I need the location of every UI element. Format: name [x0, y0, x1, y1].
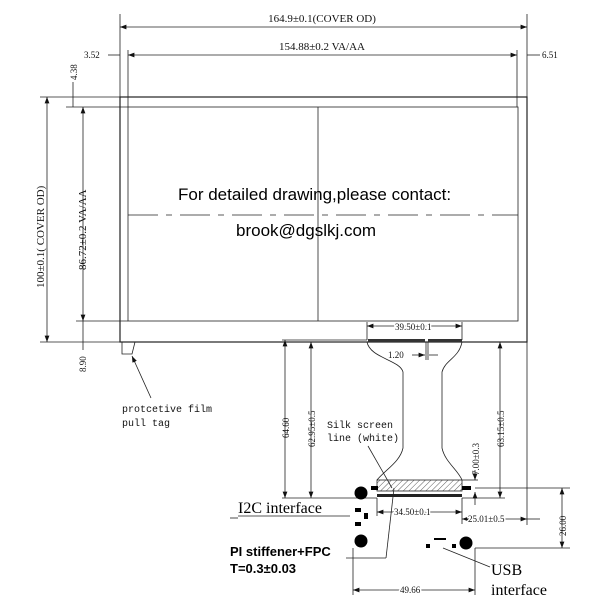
- va-width-label: 154.88±0.2 VA/AA: [279, 41, 365, 53]
- cover-height-label: 100±0.1( COVER OD): [35, 185, 47, 288]
- contact-text: For detailed drawing,please contact:: [178, 185, 451, 204]
- offset-right-label: 25.01±0.5: [468, 514, 505, 524]
- silk-label-1: Silk screen: [327, 420, 393, 432]
- i2c-connector: [355, 508, 368, 526]
- top-dimensions: [40, 14, 540, 108]
- pi-stiffener-label: PI stiffener+FPC: [230, 544, 331, 559]
- silk-leader: [367, 445, 393, 489]
- right-margin-label: 6.51: [542, 50, 558, 60]
- stiffener-height-label: 7.00±0.3: [471, 443, 481, 475]
- height-26-label: 26.00: [558, 515, 568, 536]
- va-height-label: 86.72±0.2 VA/AA: [77, 189, 89, 270]
- pi-thickness-label: T=0.3±0.03: [230, 561, 296, 576]
- usb-connector: [426, 538, 491, 568]
- cover-width-label: 164.9±0.1(COVER OD): [268, 13, 376, 25]
- i2c-label: I2C interface: [238, 500, 322, 517]
- stiffener-width-label: 34.50±0.1: [394, 507, 430, 517]
- usb-label-1: USB: [491, 562, 522, 579]
- pull-tag-label-2: pull tag: [122, 418, 170, 430]
- pull-tag: [121, 341, 152, 399]
- left-margin-label: 3.52: [84, 50, 100, 60]
- fpc-gap-label: 1.20: [388, 350, 404, 360]
- fpc-top-width-label: 39.50±0.1: [395, 322, 431, 332]
- left-dimensions: [40, 97, 128, 350]
- hole-spacing-label: 49.66: [400, 585, 421, 595]
- pull-tag-label-1: protcetive film: [122, 404, 212, 416]
- fpc-length-1-label: 64.60: [281, 417, 291, 438]
- fpc-vertical-dimensions: [282, 339, 570, 595]
- cover-outline: [119, 96, 528, 343]
- bottom-margin-label: 8.90: [78, 356, 88, 372]
- contact-email: brook@dgslkj.com: [236, 221, 376, 240]
- top-margin-label: 4.38: [69, 64, 79, 80]
- mounting-holes: [354, 486, 473, 550]
- fpc-outline: [366, 322, 471, 497]
- fpc-length-3-label: 63.15±0.5: [496, 410, 506, 447]
- silk-label-2: line (white): [327, 433, 399, 445]
- fpc-length-2-label: 62.95±0.5: [307, 410, 317, 447]
- usb-label-2: interface: [491, 582, 547, 599]
